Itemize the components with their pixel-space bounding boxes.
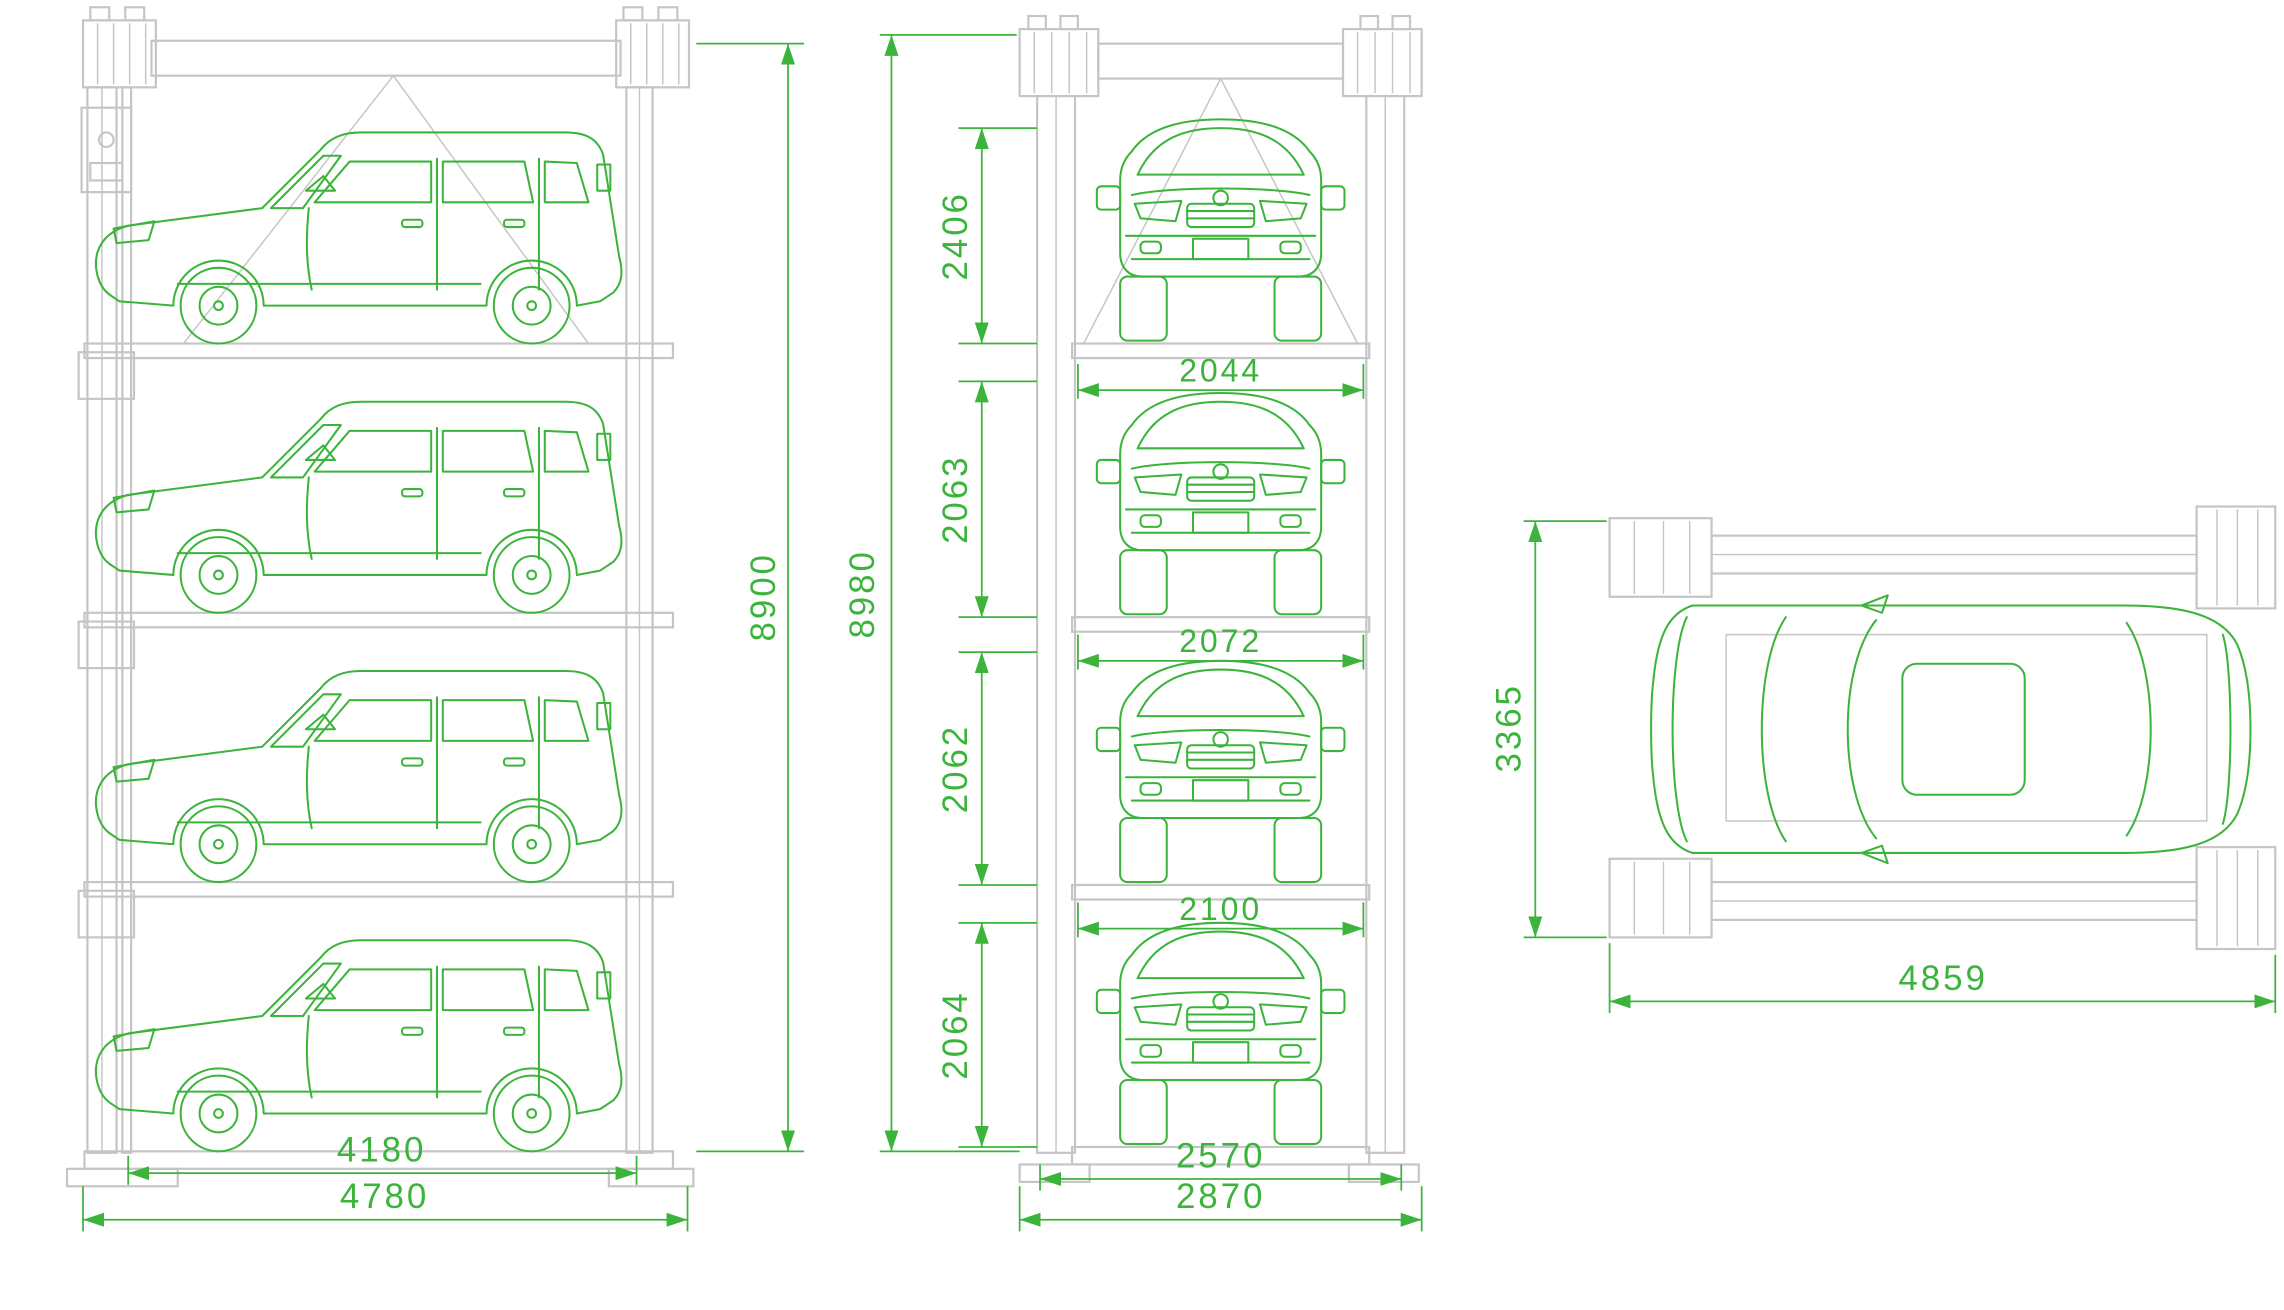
side-carriage-2: [77, 620, 136, 670]
side-top-beam: [150, 39, 622, 77]
car-side-level-3: [94, 669, 623, 884]
front-platform-2: [1070, 616, 1371, 633]
side-base-plate-right: [607, 1167, 695, 1188]
dim-label-level-1-height: 2406: [936, 191, 975, 280]
plan-view: 3365 4859: [1490, 505, 2277, 1014]
car-top-view: [1650, 594, 2252, 865]
plan-platform: [1725, 633, 2208, 822]
dim-label-plan-overall-depth: 3365: [1490, 683, 1529, 772]
side-base-plate-left: [65, 1167, 179, 1188]
dim-side-overall-height: 8900: [696, 42, 805, 1153]
dim-front-platform-width: 2570: [1039, 1136, 1403, 1191]
front-top-beam: [1097, 42, 1345, 80]
dim-label-level-1-width: 2044: [1179, 352, 1262, 388]
dim-label-side-platform-length: 4180: [337, 1131, 426, 1170]
car-front-level-1: [1095, 118, 1346, 342]
front-elevation-view: 8980 2406 2063 2062 2064: [843, 14, 1423, 1232]
dim-front-level-1-height: 2406: [936, 127, 1038, 345]
dim-plan-overall-length: 4859: [1608, 943, 2277, 1014]
dim-side-platform-length: 4180: [127, 1131, 638, 1185]
plan-block-top-left: [1608, 517, 1713, 598]
front-platform-4: [1070, 1145, 1371, 1166]
side-left-tower: [81, 19, 157, 89]
dim-label-level-2-height: 2063: [936, 455, 975, 544]
dim-front-level-2-height: 2063: [936, 380, 1038, 619]
side-hoist-unit: [80, 106, 133, 194]
dim-side-overall-length: 4780: [82, 1177, 689, 1232]
dim-label-level-4-height: 2064: [936, 990, 975, 1079]
plan-structure: [1608, 505, 2277, 951]
dim-front-level-4-height: 2064: [936, 921, 1038, 1148]
plan-block-top-right: [2195, 505, 2277, 610]
dim-front-level-2-width: 2072: [1077, 623, 1365, 670]
dim-front-level-3-width: 2100: [1077, 891, 1365, 938]
dim-label-front-overall-height: 8980: [843, 549, 882, 638]
side-platform-1: [83, 342, 675, 360]
plan-block-bottom-right: [2195, 846, 2277, 951]
front-platform-3: [1070, 883, 1371, 901]
dim-label-plan-overall-length: 4859: [1898, 959, 1987, 998]
plan-block-bottom-left: [1608, 857, 1713, 939]
car-side-level-1: [94, 131, 623, 345]
side-carriage-3: [77, 889, 136, 939]
side-elevation-view: 8900 4180 4780: [65, 6, 805, 1232]
dim-label-front-platform-width: 2570: [1176, 1136, 1265, 1175]
car-side-level-4: [94, 939, 623, 1153]
front-platform-1: [1070, 342, 1371, 360]
dim-label-side-overall-height: 8900: [744, 552, 783, 641]
car-front-level-4: [1095, 921, 1346, 1146]
dim-front-overall-width: 2870: [1018, 1177, 1423, 1232]
car-front-level-3: [1095, 659, 1346, 884]
dim-label-level-2-width: 2072: [1179, 623, 1262, 659]
dim-label-level-3-height: 2062: [936, 724, 975, 813]
side-structure: [65, 6, 695, 1188]
dim-label-front-overall-width: 2870: [1176, 1177, 1265, 1216]
dim-front-level-3-height: 2062: [936, 651, 1038, 886]
car-side-level-2: [94, 400, 623, 614]
side-lift-cables: [182, 75, 590, 344]
dim-label-level-3-width: 2100: [1179, 891, 1262, 927]
front-lift-cables: [1083, 78, 1359, 344]
car-front-level-2: [1095, 391, 1346, 616]
side-carriage-1: [77, 351, 136, 400]
dim-front-level-1-width: 2044: [1077, 352, 1365, 399]
dim-front-overall-height: 8980: [843, 34, 1020, 1153]
dim-label-side-overall-length: 4780: [340, 1177, 429, 1216]
side-platform-3: [83, 880, 675, 898]
side-platform-2: [83, 611, 675, 629]
dim-plan-overall-depth: 3365: [1490, 520, 1607, 939]
